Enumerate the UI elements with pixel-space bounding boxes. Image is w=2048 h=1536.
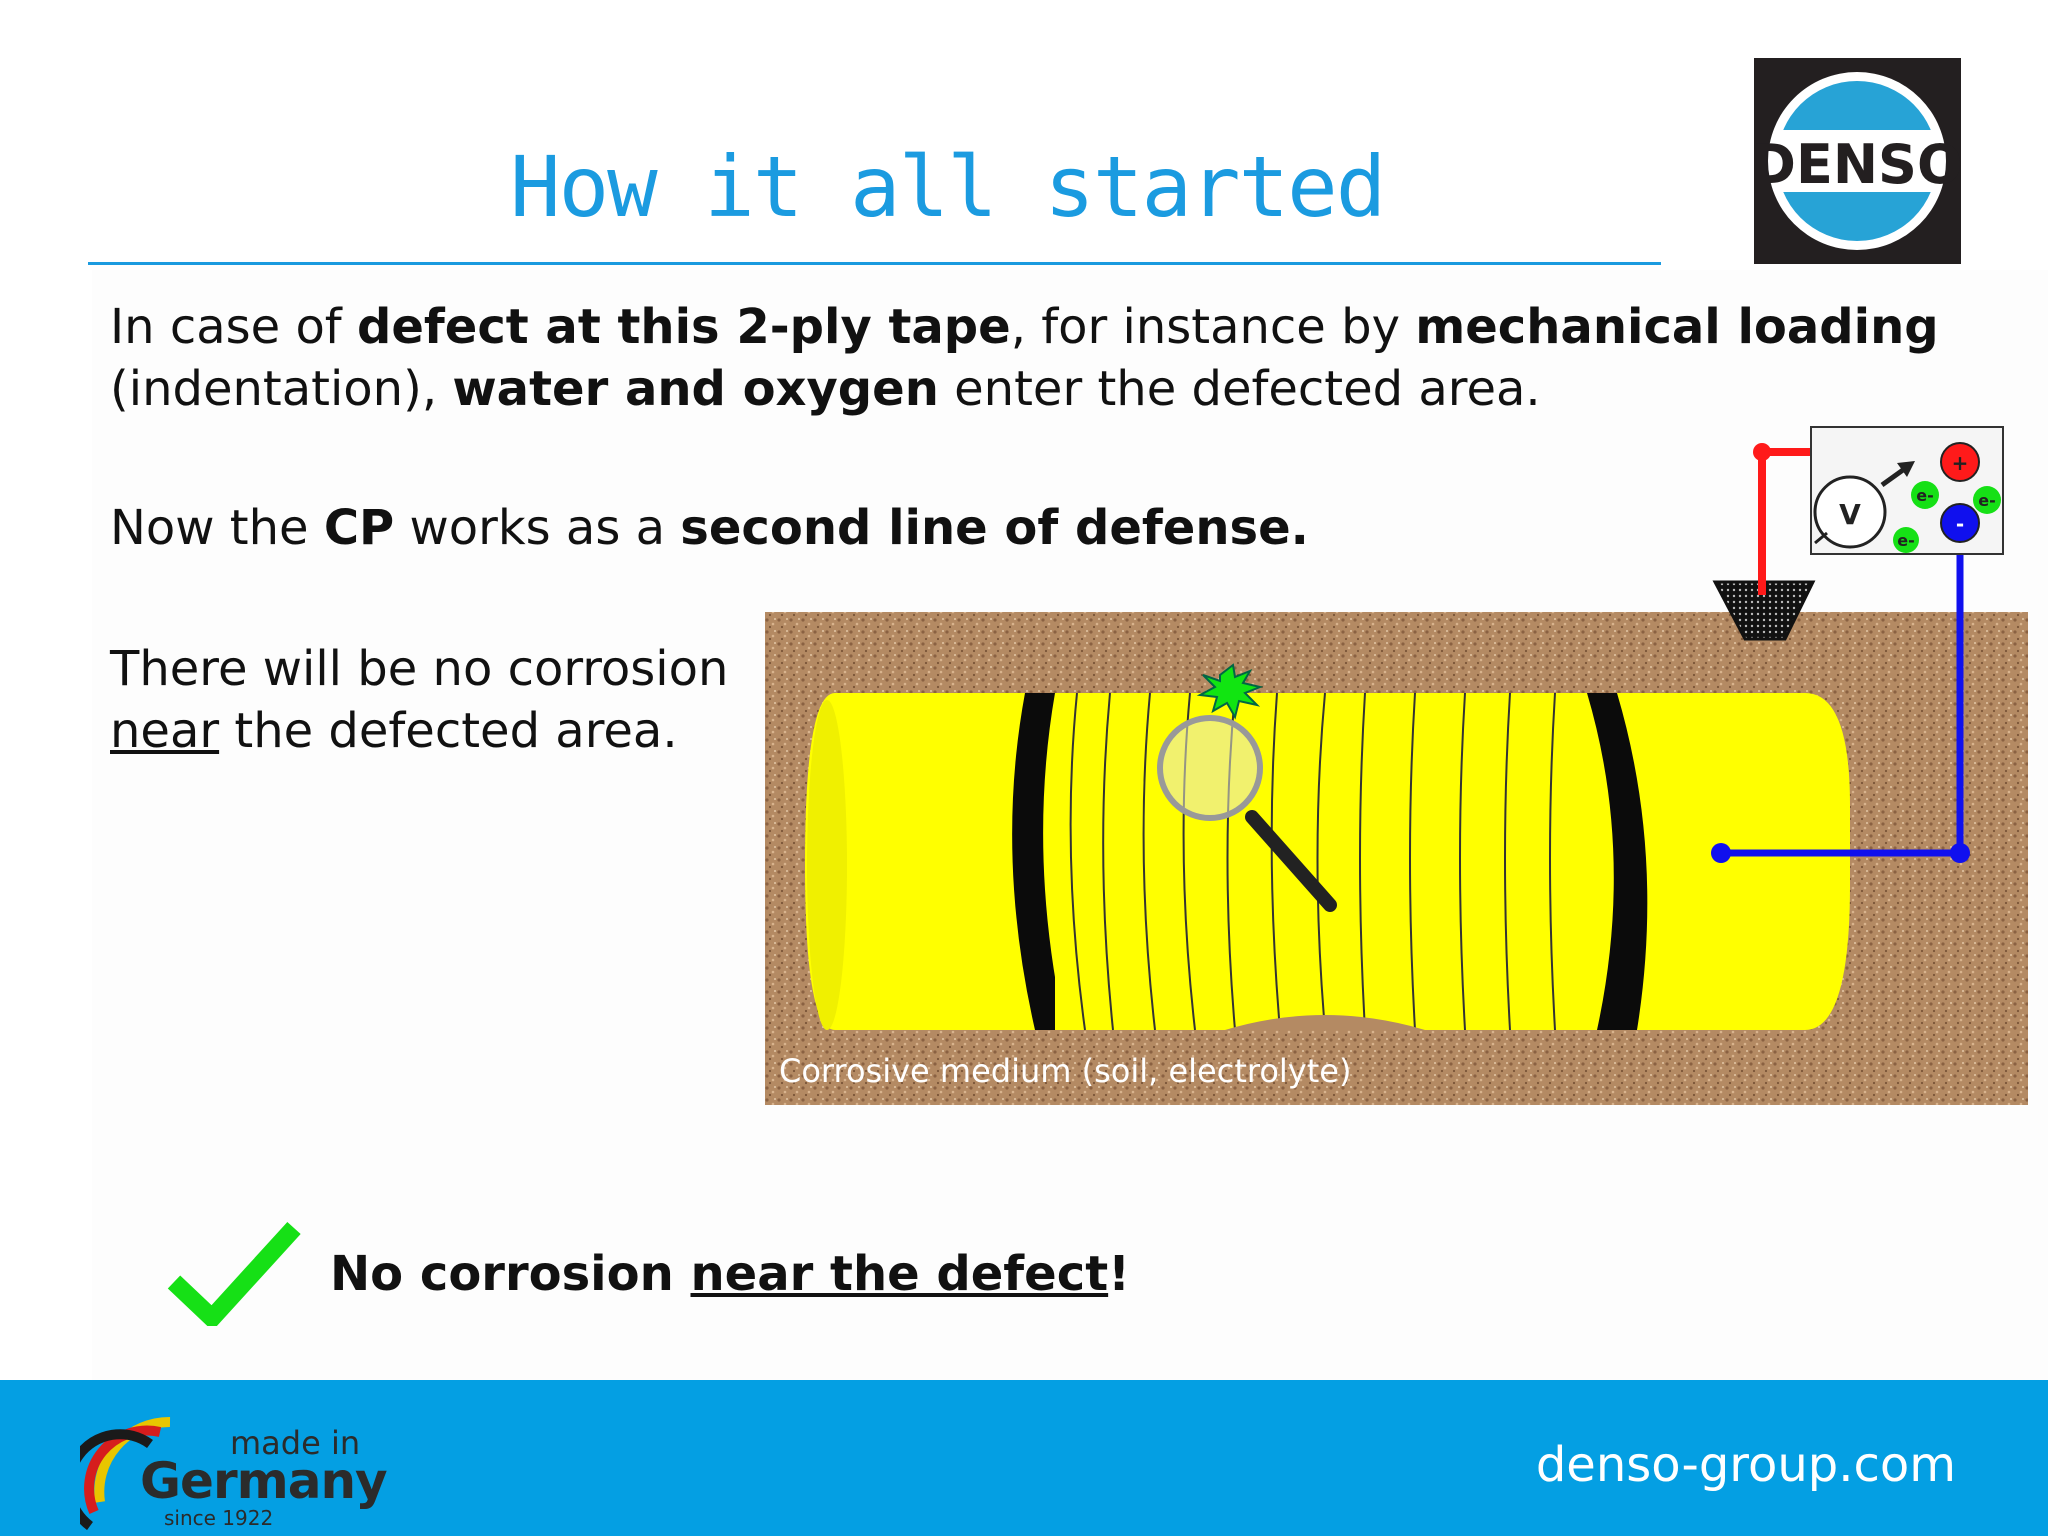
paragraph-defect: In case of defect at this 2-ply tape, fo… — [110, 299, 1939, 417]
minus-terminal — [1940, 503, 1980, 543]
soil-caption: Corrosive medium (soil, electrolyte) — [779, 1052, 1352, 1090]
slide-title: How it all started — [510, 138, 1386, 236]
magnifier-icon — [1157, 715, 1337, 912]
svg-text:V: V — [1839, 498, 1861, 531]
website-link[interactable]: denso-group.com — [1535, 1437, 1956, 1493]
pipe-diagram: V + - e- e- e- — [765, 425, 2048, 1105]
plus-terminal — [1940, 442, 1980, 482]
denso-logo: DENSO — [1751, 58, 1963, 264]
paragraph-no-corrosion: There will be no corrosion near the defe… — [110, 641, 729, 759]
svg-text:-: - — [1956, 512, 1964, 536]
svg-text:+: + — [1952, 451, 1969, 475]
title-divider — [88, 262, 1661, 265]
conclusion-text: No corrosion near the defect! — [330, 1246, 1131, 1302]
defect-burst-icon — [1196, 663, 1264, 720]
svg-text:e-: e- — [1978, 491, 1996, 510]
ground-anode — [1712, 580, 1816, 641]
logo-text: DENSO — [1754, 133, 1961, 196]
svg-text:e-: e- — [1897, 531, 1915, 550]
voltmeter-icon — [1813, 475, 1887, 549]
svg-text:e-: e- — [1916, 486, 1934, 505]
footer-bar — [0, 1380, 2048, 1536]
paragraph-cp: Now the CP works as a second line of def… — [110, 500, 1309, 556]
checkmark-icon — [166, 1220, 302, 1331]
made-in-germany-logo: made in Germany since 1922 — [80, 1402, 388, 1530]
